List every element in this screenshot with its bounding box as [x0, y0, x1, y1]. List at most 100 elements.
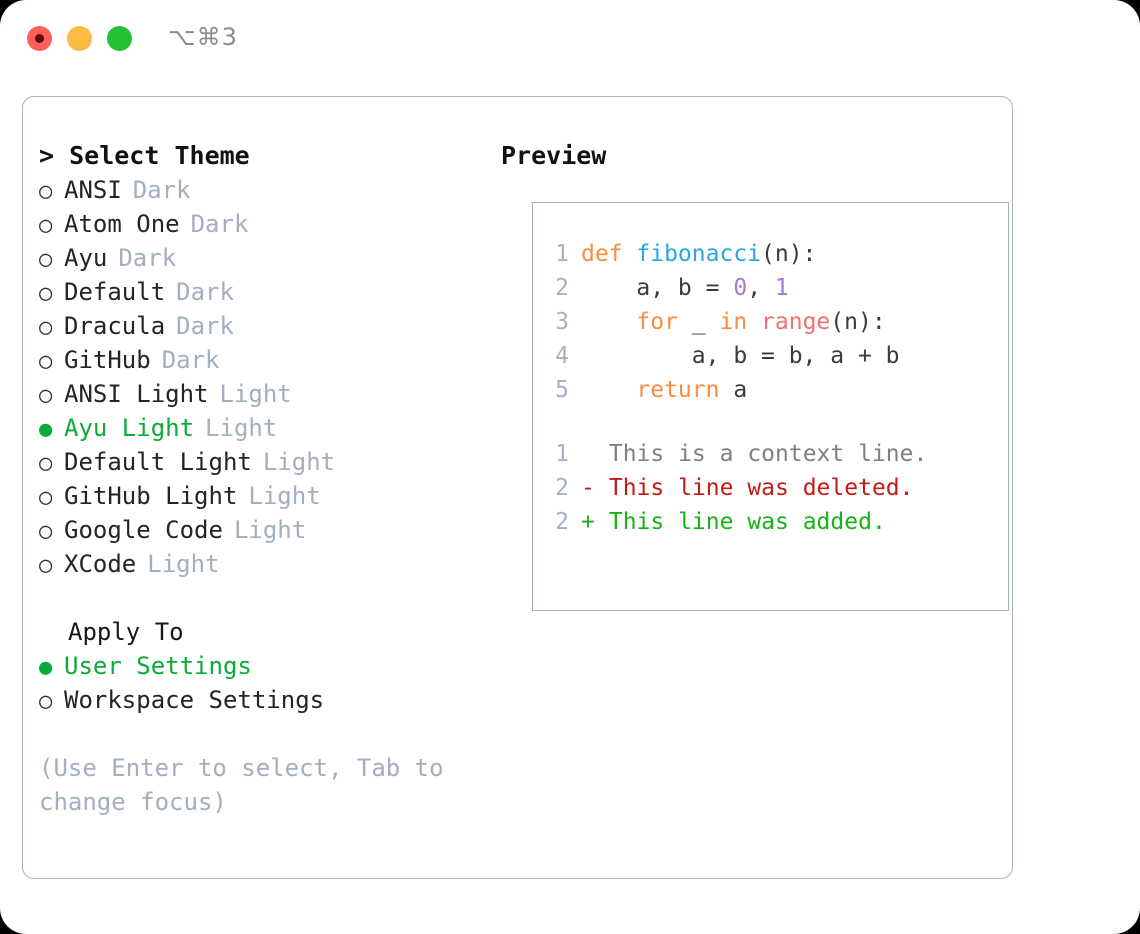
close-window-button[interactable] [27, 26, 52, 51]
line-number: 1 [555, 241, 569, 267]
theme-list-item[interactable]: ○ Default Dark [39, 275, 499, 309]
apply-to-option[interactable]: ●User Settings [39, 649, 499, 683]
line-number: 2 [555, 509, 569, 535]
radio-unselected-icon: ○ [39, 383, 53, 408]
code-token-keyword: for [636, 309, 678, 335]
diff-line-added: 2 + This line was added. [547, 505, 1008, 539]
keyboard-hint-text: (Use Enter to select, Tab to change focu… [39, 754, 444, 816]
line-number: 3 [555, 309, 569, 335]
theme-category: Light [205, 414, 278, 442]
theme-category: Dark [161, 346, 220, 374]
radio-unselected-icon: ○ [39, 519, 53, 544]
theme-name: Atom One [64, 210, 180, 238]
code-line: 3 for _ in range(n): [547, 305, 1008, 339]
theme-name: Google Code [64, 516, 223, 544]
code-token-keyword: return [636, 377, 720, 403]
theme-category: Dark [132, 176, 191, 204]
code-token-plain: (n): [830, 309, 886, 335]
diff-line-text: This line was deleted. [595, 475, 914, 501]
theme-name: ANSI Light [64, 380, 209, 408]
code-line: 4 a, b = b, a + b [547, 339, 1008, 373]
diff-line-deleted: 2- This line was deleted. [547, 471, 1008, 505]
radio-unselected-icon: ○ [39, 213, 53, 238]
radio-selected-icon: ● [39, 655, 53, 680]
apply-to-option-list[interactable]: ●User Settings○Workspace Settings [39, 649, 499, 717]
code-token-plain [581, 377, 636, 403]
theme-category: Dark [176, 278, 234, 306]
code-token-num: 0 [733, 275, 748, 301]
code-token-plain: a, b = [581, 275, 734, 301]
code-token-builtin: range [761, 309, 831, 335]
code-token-plain: (n): [761, 241, 817, 267]
diff-line-context: 1 This is a context line. [547, 437, 1008, 471]
theme-list-item[interactable]: ○ Atom One Dark [39, 207, 499, 241]
theme-list-item[interactable]: ● Ayu Light Light [39, 411, 499, 445]
apply-to-section: Apply To ●User Settings○Workspace Settin… [39, 615, 499, 717]
radio-selected-icon: ● [39, 417, 53, 442]
code-token-keyword: in [719, 309, 748, 335]
window-shortcut-label: ⌥⌘3 [168, 23, 238, 51]
theme-list-item[interactable]: ○ Default Light Light [39, 445, 499, 479]
theme-name: Ayu Light [64, 414, 195, 442]
line-number: 4 [555, 343, 569, 369]
line-number: 1 [555, 441, 569, 467]
apply-to-option[interactable]: ○Workspace Settings [39, 683, 499, 717]
code-line: 1 def fibonacci(n): [547, 237, 1008, 271]
theme-name: Default [64, 278, 166, 306]
theme-name: Default Light [64, 448, 252, 476]
code-token-keyword: def [581, 241, 637, 267]
diff-line-text: This line was added. [595, 509, 886, 535]
theme-list-item[interactable]: ○ ANSI Dark [39, 173, 499, 207]
theme-category: Light [233, 516, 307, 544]
code-token-plain [581, 309, 636, 335]
radio-unselected-icon: ○ [39, 451, 53, 476]
radio-unselected-icon: ○ [39, 349, 53, 374]
code-line: 5 return a [547, 373, 1008, 407]
title-bar: ⌥⌘3 [0, 0, 1140, 78]
theme-category: Dark [190, 210, 249, 238]
diff-marker-icon [581, 437, 595, 471]
theme-category: Light [262, 448, 336, 476]
diff-marker-icon: + [581, 509, 595, 535]
radio-unselected-icon: ○ [39, 315, 53, 340]
preview-heading: Preview [501, 141, 607, 170]
code-line: 2 a, b = 0, 1 [547, 271, 1008, 305]
theme-category: Light [219, 380, 292, 408]
theme-category: Light [248, 482, 321, 510]
code-token-plain: a [719, 377, 748, 403]
theme-category: Dark [118, 244, 177, 272]
code-token-plain: _ [677, 309, 720, 335]
code-token-plain: , [747, 275, 775, 301]
radio-unselected-icon: ○ [39, 179, 53, 204]
theme-list-item[interactable]: ○ ANSI Light Light [39, 377, 499, 411]
diff-marker-icon: - [581, 475, 595, 501]
radio-unselected-icon: ○ [39, 281, 53, 306]
preview-spacer [547, 407, 1008, 437]
theme-name: GitHub Light [64, 482, 238, 510]
theme-name: Ayu [64, 244, 108, 272]
apply-to-heading: Apply To [68, 618, 184, 646]
code-token-func: fibonacci [636, 241, 762, 267]
minimize-window-button[interactable] [67, 26, 92, 51]
code-token-plain [747, 309, 761, 335]
theme-list-item[interactable]: ○ Google Code Light [39, 513, 499, 547]
code-token-num: 1 [774, 275, 789, 301]
code-token-plain: a, b = b, a + b [581, 343, 900, 369]
theme-name: ANSI [64, 176, 122, 204]
theme-category: Light [147, 550, 220, 578]
theme-name: XCode [64, 550, 137, 578]
line-number: 5 [555, 377, 569, 403]
maximize-window-button[interactable] [107, 26, 132, 51]
line-number: 2 [555, 275, 569, 301]
